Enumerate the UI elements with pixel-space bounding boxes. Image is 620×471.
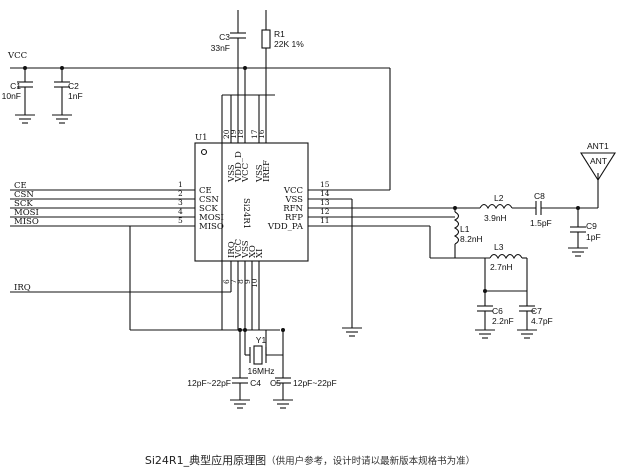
- u1-pinno-4: 4: [178, 207, 183, 216]
- u1-pinno-3: 3: [178, 198, 183, 207]
- c4-ref: C4: [250, 378, 261, 388]
- u1-pinno-18: 18: [236, 129, 245, 139]
- net-sck: SCK: [14, 199, 33, 209]
- u1-pinno-11: 11: [320, 216, 330, 225]
- u1-pinno-7: 7: [229, 279, 238, 284]
- c7-value: 4.7pF: [531, 316, 553, 326]
- c6-value: 2.2nF: [492, 316, 514, 326]
- l2-coil: [479, 203, 513, 210]
- c3-ref: C3: [219, 32, 230, 42]
- net-csn: CSN: [14, 190, 34, 200]
- u1-pin-mosi: MOSI: [199, 213, 224, 223]
- u1-pin-xi: XI: [255, 249, 265, 258]
- net-mosi: MOSI: [14, 208, 39, 218]
- ground-symbol-c2: [52, 114, 72, 124]
- u1-pin-vdd-d: VDD_D: [234, 151, 244, 183]
- ant1-value: ANT: [590, 156, 607, 166]
- c5-value: 12pF~22pF: [293, 378, 337, 388]
- l2-value: 3.9nH: [484, 213, 507, 223]
- ground-symbol-vss: [342, 327, 362, 337]
- u1-pinno-9: 9: [243, 279, 252, 284]
- u1-pin-ce: CE: [199, 186, 212, 196]
- u1-pinno-12: 12: [320, 207, 330, 216]
- l3-ref: L3: [494, 242, 504, 252]
- y1-value: 16MHz: [248, 366, 275, 376]
- ground-symbol-c1: [15, 114, 35, 124]
- ground-symbol-c7: [517, 329, 537, 339]
- y1-body: [253, 345, 263, 365]
- l1-value: 8.2nH: [460, 234, 483, 244]
- u1-pinno-5: 5: [178, 216, 183, 225]
- u1-pin-miso: MISO: [199, 222, 224, 232]
- ground-symbol-c9: [568, 247, 588, 257]
- u1-pin-vss-8: VSS: [241, 240, 251, 259]
- u1-pin-vss-14: VSS: [284, 195, 303, 205]
- u1-pinno-15: 15: [320, 180, 330, 189]
- y1-ref: Y1: [256, 335, 267, 345]
- u1-pin-vcc-7: VCC: [234, 239, 244, 259]
- l1-ref: L1: [460, 224, 470, 234]
- net-miso: MISO: [14, 217, 39, 227]
- u1-pin-xo: XO: [248, 245, 258, 258]
- u1-pinno-17: 17: [250, 129, 259, 139]
- c1-value: 10nF: [2, 91, 21, 101]
- l3-value: 2.7nH: [490, 262, 513, 272]
- c9-ref: C9: [586, 221, 597, 231]
- c5-ref: C5: [270, 378, 281, 388]
- u1-pinno-14: 14: [320, 189, 330, 198]
- u1-part-name: Si24R1: [241, 198, 251, 229]
- u1-pin-iref: IREF: [262, 160, 272, 182]
- u1-pinno-1: 1: [178, 180, 183, 189]
- net-ce: CE: [14, 181, 27, 191]
- u1-pin-vcc-15: VCC: [283, 186, 303, 196]
- c7-ref: C7: [531, 306, 542, 316]
- c4-value: 12pF~22pF: [187, 378, 231, 388]
- ant1-ref: ANT1: [587, 141, 609, 151]
- u1-pinno-2: 2: [178, 189, 183, 198]
- ground-symbol-c6: [475, 329, 495, 339]
- caption-note: （供用户参考，设计时请以最新版本规格书为准）: [266, 456, 476, 467]
- ground-symbol-c5: [273, 399, 293, 409]
- r1-ref: R1: [274, 29, 285, 39]
- u1-ref: U1: [195, 133, 208, 143]
- l1-coil: [453, 211, 460, 245]
- u1-pinno-16: 16: [257, 129, 266, 139]
- r1-body: [261, 29, 271, 49]
- c8-ref: C8: [534, 191, 545, 201]
- u1-pin-rfp: RFP: [285, 213, 303, 223]
- c9-value: 1pF: [586, 232, 601, 242]
- u1-pin1-dot: [200, 148, 208, 156]
- c2-ref: C2: [68, 81, 79, 91]
- l2-ref: L2: [494, 193, 504, 203]
- u1-pinno-6: 6: [222, 279, 231, 284]
- ground-symbol-c4: [230, 399, 250, 409]
- c6-ref: C6: [492, 306, 503, 316]
- vcc-net-label: VCC: [7, 51, 27, 61]
- u1-pin-vss-20: VSS: [227, 164, 237, 183]
- u1-pinno-13: 13: [320, 198, 330, 207]
- u1-pinno-10: 10: [250, 278, 259, 288]
- c3-value: 33nF: [211, 43, 230, 53]
- u1-pin-irq: IRQ: [227, 241, 237, 258]
- figure-caption: Si24R1_典型应用原理图（供用户参考，设计时请以最新版本规格书为准）: [0, 452, 620, 468]
- c8-value: 1.5pF: [530, 218, 552, 228]
- c2-value: 1nF: [68, 91, 83, 101]
- r1-value: 22K 1%: [274, 39, 304, 49]
- antenna-symbol: [580, 152, 616, 182]
- u1-pinno-8: 8: [236, 279, 245, 284]
- u1-pin-csn: CSN: [199, 195, 219, 205]
- u1-pinno-19: 19: [229, 129, 238, 139]
- u1-pin-vdd-pa: VDD_PA: [267, 222, 304, 232]
- caption-title: Si24R1_典型应用原理图: [144, 454, 267, 467]
- u1-pinno-20: 20: [222, 129, 231, 139]
- l3-coil: [489, 253, 523, 260]
- u1-pin-vss-17: VSS: [255, 164, 265, 183]
- u1-pin-sck: SCK: [199, 204, 218, 214]
- u1-pin-rfn: RFN: [283, 204, 303, 214]
- net-irq: IRQ: [14, 283, 31, 293]
- u1-pin-vcc-18: VCC: [241, 163, 251, 183]
- c1-ref: C1: [10, 81, 21, 91]
